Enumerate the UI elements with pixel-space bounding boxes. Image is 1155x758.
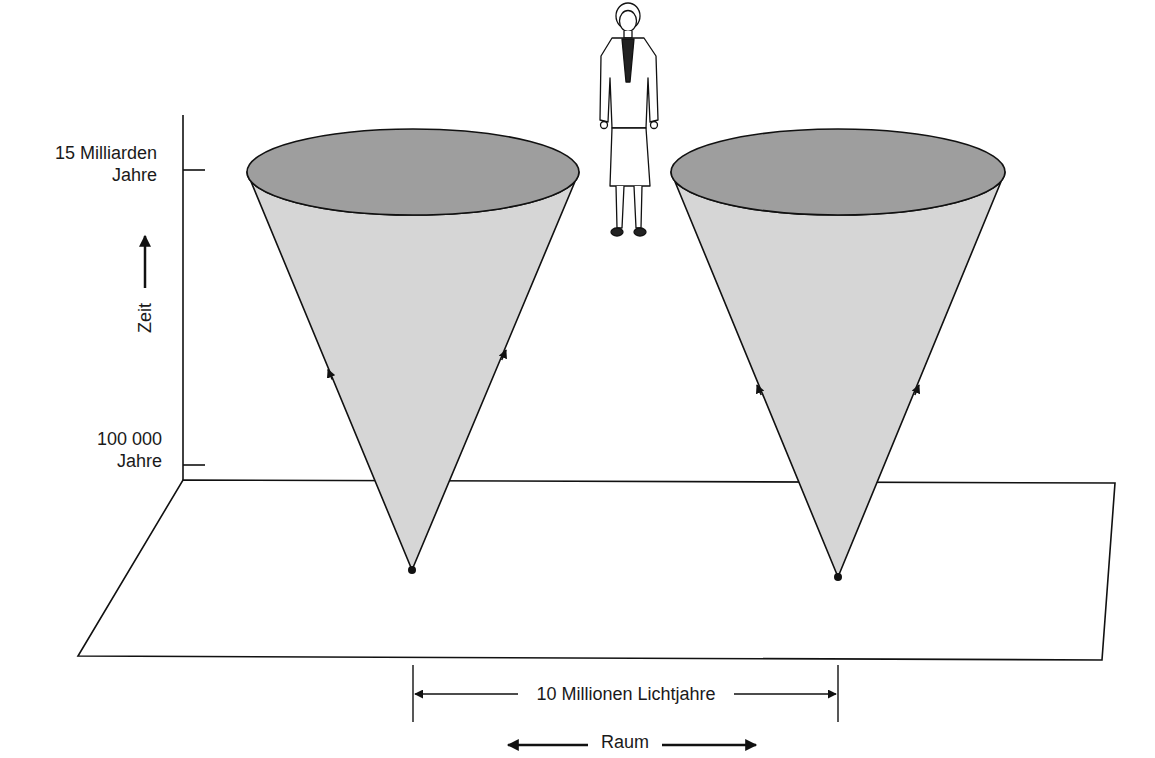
event-dot <box>834 573 842 581</box>
event-dot <box>408 566 416 574</box>
cone-arrow <box>757 385 761 395</box>
dimension-tick <box>412 665 413 722</box>
axis-tick <box>183 464 205 466</box>
dimension-label: 10 Millionen Lichtjahre <box>532 683 719 705</box>
axis-label: 100 000 Jahre <box>88 428 162 472</box>
axis-tick <box>183 169 205 171</box>
space-arrow <box>662 744 756 747</box>
space-arrow <box>508 744 588 747</box>
dimension-tick <box>837 665 838 722</box>
axis-label: 15 Milliarden Jahre <box>15 142 157 186</box>
dimension-arrow <box>734 693 836 694</box>
dimension-arrow <box>415 693 518 694</box>
cone-arrow <box>328 370 332 380</box>
axis-title: Raum <box>597 731 653 753</box>
time-arrow <box>144 236 147 288</box>
light-cone <box>671 172 1005 577</box>
woman-figure <box>600 3 658 236</box>
light-cone <box>247 172 579 570</box>
cone-arrow <box>915 385 919 395</box>
cone-arrow <box>502 350 506 360</box>
space-plane <box>78 480 1115 660</box>
axis-title: Zeit <box>134 303 156 333</box>
cone-top <box>671 129 1005 215</box>
cone-top <box>247 129 579 215</box>
